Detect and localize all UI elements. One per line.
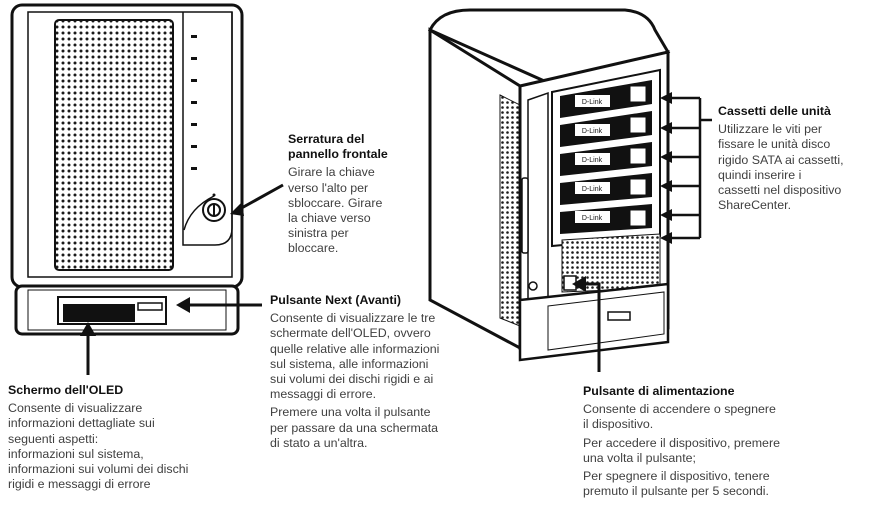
tray-label: D-Link xyxy=(582,99,603,106)
callout-body: informazioni sul sistema, informazioni s… xyxy=(8,446,189,492)
callout-title: Pulsante Next (Avanti) xyxy=(270,293,402,307)
callout-next-button: Pulsante Next (Avanti) Consente di visua… xyxy=(270,293,445,451)
drive-tray: D-Link xyxy=(560,204,652,234)
tray-label: D-Link xyxy=(582,215,603,222)
callout-body: Utilizzare le viti per fissare le unità … xyxy=(718,122,844,213)
callout-oled-screen: Schermo dell'OLED Consente di visualizza… xyxy=(8,383,248,492)
tray-label: D-Link xyxy=(582,128,603,135)
angled-view-device: D-Link D-Link D-Link xyxy=(427,8,671,362)
callout-body: Girare la chiave verso l'alto per sblocc… xyxy=(288,165,383,256)
drive-tray: D-Link xyxy=(560,80,652,118)
drive-tray: D-Link xyxy=(560,173,652,205)
callout-body: Consente di accendere o spegnere il disp… xyxy=(583,402,776,432)
callout-title: Schermo dell'OLED xyxy=(8,383,124,397)
callout-title: Cassetti delle unità xyxy=(718,104,831,118)
drive-trays: D-Link D-Link D-Link xyxy=(560,80,652,234)
front-view-device xyxy=(10,3,244,336)
tray-label: D-Link xyxy=(582,157,603,164)
callout-body: Premere una volta il pulsante per passar… xyxy=(270,405,439,450)
callout-power-button: Pulsante di alimentazione Consente di ac… xyxy=(583,384,813,499)
status-leds xyxy=(191,35,197,170)
callout-title: Serratura del pannello frontale xyxy=(288,132,388,162)
callout-arrows-left xyxy=(80,183,284,375)
callout-front-lock: Serratura del pannello frontale Girare l… xyxy=(288,132,408,257)
drive-tray: D-Link xyxy=(560,142,652,176)
front-grille xyxy=(54,19,174,271)
callout-title: Pulsante di alimentazione xyxy=(583,384,735,398)
next-button-device xyxy=(137,302,163,311)
drive-tray: D-Link xyxy=(560,111,652,147)
callout-body: Consente di visualizzare le tre schermat… xyxy=(270,311,440,402)
callout-body: Per accedere il dispositivo, premere una… xyxy=(583,435,780,465)
callout-body: Per spegnere il dispositivo, tenere prem… xyxy=(583,469,770,499)
callout-arrows-right xyxy=(572,92,712,372)
callout-drive-trays: Cassetti delle unità Utilizzare le viti … xyxy=(718,104,874,213)
tray-label: D-Link xyxy=(582,186,603,193)
callout-body: Consente di visualizzare informazioni de… xyxy=(8,401,155,446)
front-lock-icon xyxy=(202,193,226,222)
